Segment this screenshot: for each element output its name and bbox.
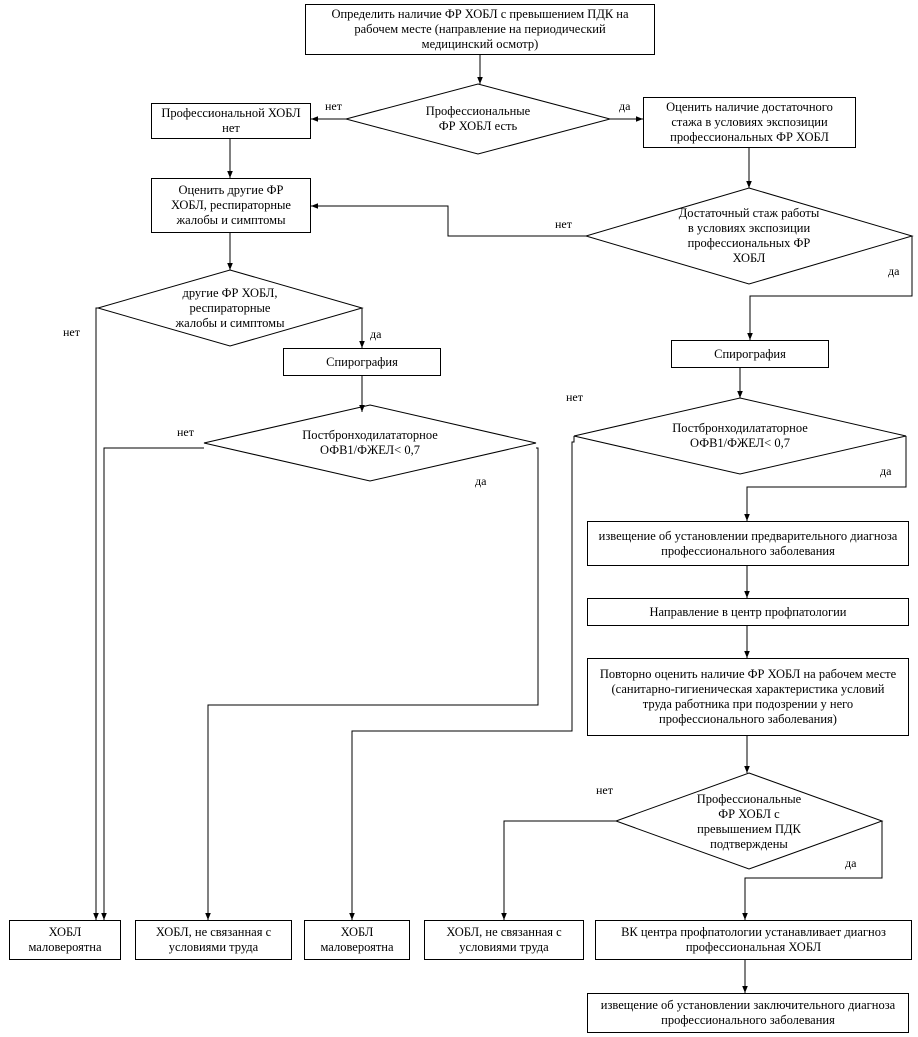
notice-preliminary-box: извещение об установлении предварительно… — [587, 521, 909, 566]
referral-box: Направление в центр профпатологии — [587, 598, 909, 626]
outcome-unlikely-2-box: ХОБЛ маловероятна — [304, 920, 410, 960]
label-d6-yes: да — [845, 856, 857, 870]
outcome-nonoccupational-2-box: ХОБЛ, не связанная с условиями труда — [424, 920, 584, 960]
line-d2-no — [93, 307, 99, 920]
label-d1-yes: да — [619, 99, 631, 113]
no-prof-copd-box: Профессиональной ХОБЛ нет — [151, 103, 311, 139]
decision-confirm-text: Профессиональные ФР ХОБЛ с превышением П… — [696, 792, 802, 851]
label-d4-no: нет — [177, 425, 194, 439]
outcome-unlikely-1-box: ХОБЛ маловероятна — [9, 920, 121, 960]
decision-experience-text: Достаточный стаж работы в условиях экспо… — [678, 206, 820, 265]
label-d5-no: нет — [566, 390, 583, 404]
decision-spiro-right-text: Постбронходилататорное ОФВ1/ФЖЕЛ< 0,7 — [672, 421, 808, 450]
outcome-nonoccupational-1-box: ХОБЛ, не связанная с условиями труда — [135, 920, 292, 960]
notice-final-box: извещение об установлении заключительног… — [587, 993, 909, 1033]
decision-experience-shape — [584, 187, 914, 285]
spirography-right-box: Спирография — [671, 340, 829, 368]
label-d2-no: нет — [63, 325, 80, 339]
line-d5-no — [349, 436, 575, 920]
label-d2-yes: да — [370, 327, 382, 341]
decision-spiro-left-shape — [203, 404, 537, 482]
decision-confirm-shape — [614, 772, 884, 870]
label-d1-no: нет — [325, 99, 342, 113]
line-d4-yes — [205, 447, 539, 920]
line-d3-no — [311, 203, 586, 237]
line-d6-yes — [742, 821, 883, 920]
line-d4-no — [101, 447, 204, 920]
vk-diagnosis-box: ВК центра профпатологии устанавливает ди… — [595, 920, 912, 960]
reassess-box: Повторно оценить наличие ФР ХОБЛ на рабо… — [587, 658, 909, 736]
label-d5-yes: да — [880, 464, 892, 478]
label-d6-no: нет — [596, 783, 613, 797]
assess-other-box: Оценить другие ФР ХОБЛ, респираторные жа… — [151, 178, 311, 233]
decision-other-risk-text: другие ФР ХОБЛ, респираторные жалобы и с… — [175, 285, 285, 330]
spirography-left-box: Спирография — [283, 348, 441, 376]
line-d6-no — [501, 820, 616, 920]
line-d5-yes — [744, 436, 907, 521]
decision-prof-risk-text: Профессиональные ФР ХОБЛ есть — [425, 104, 531, 133]
decision-other-risk-shape — [96, 269, 364, 347]
label-d3-no: нет — [555, 217, 572, 231]
decision-spiro-right-shape — [573, 397, 907, 475]
start-box: Определить наличие ФР ХОБЛ с превышением… — [305, 4, 655, 55]
label-d4-yes: да — [475, 474, 487, 488]
decision-prof-risk-shape — [344, 83, 612, 155]
label-d3-yes: да — [888, 264, 900, 278]
decision-spiro-left-text: Постбронходилататорное ОФВ1/ФЖЕЛ< 0,7 — [302, 428, 438, 457]
assess-experience-box: Оценить наличие достаточного стажа в усл… — [643, 97, 856, 148]
line-d3-yes — [747, 236, 913, 340]
